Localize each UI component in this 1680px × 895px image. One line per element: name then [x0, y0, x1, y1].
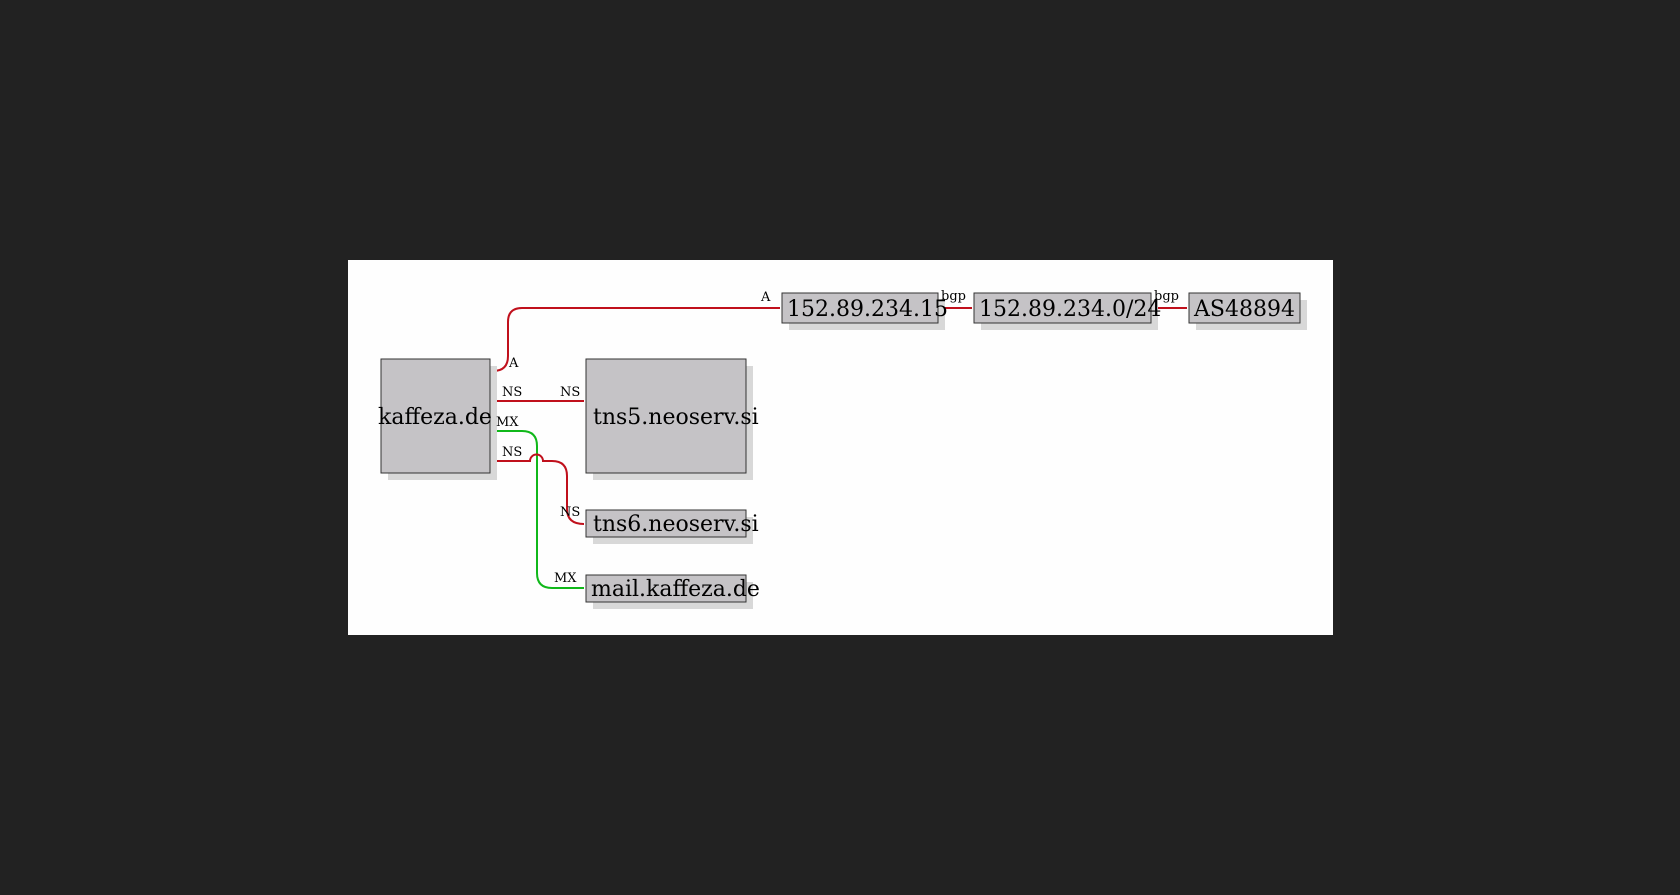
edge-label-bgp-bgp2-0: bgp — [1154, 289, 1179, 304]
node-ip[interactable]: 152.89.234.15 — [781, 292, 948, 330]
edge-label-mx-mx-1: MX — [554, 571, 577, 586]
edge-label-a-a-0: A — [508, 356, 519, 371]
edge-label-ns-ns6-0: NS — [502, 445, 522, 460]
edge-labels-layer: A A NS NS MX MX NS NS bgp bgp — [496, 289, 1179, 586]
node-asn[interactable]: AS48894 — [1188, 292, 1307, 330]
node-prefix[interactable]: 152.89.234.0/24 — [973, 292, 1161, 330]
edge-label-mx-mx-0: MX — [496, 415, 519, 430]
node-label: mail.kaffeza.de — [591, 577, 760, 602]
node-kaffeza[interactable]: kaffeza.de — [378, 358, 497, 480]
edge-kaffeza-to-ip — [492, 307, 780, 372]
edges-layer — [492, 307, 1187, 589]
node-tns5[interactable]: tns5.neoserv.si — [585, 358, 759, 480]
edge-kaffeza-to-tns6 — [493, 453, 585, 525]
edge-kaffeza-to-mail — [493, 430, 584, 589]
nodes-layer: kaffeza.de tns5.neoserv.si tns6.neoserv.si… — [378, 292, 1307, 609]
node-label: kaffeza.de — [378, 405, 492, 430]
node-box[interactable] — [973, 292, 1152, 324]
node-box[interactable] — [585, 574, 747, 603]
node-box[interactable] — [585, 509, 747, 538]
node-label: tns6.neoserv.si — [593, 512, 759, 537]
node-label: tns5.neoserv.si — [593, 405, 759, 430]
edge-label-ns-ns6-1: NS — [560, 505, 580, 520]
node-box[interactable] — [585, 358, 747, 474]
node-label: AS48894 — [1193, 297, 1295, 322]
edge-label-bgp-bgp1-0: bgp — [941, 289, 966, 304]
node-box[interactable] — [1188, 292, 1301, 324]
node-label: 152.89.234.0/24 — [979, 297, 1161, 322]
node-label: 152.89.234.15 — [787, 297, 948, 322]
node-tns6[interactable]: tns6.neoserv.si — [585, 509, 759, 544]
node-mail[interactable]: mail.kaffeza.de — [585, 574, 760, 609]
node-box[interactable] — [781, 292, 939, 324]
node-box[interactable] — [380, 358, 491, 474]
edge-label-ns-ns5-1: NS — [560, 385, 580, 400]
edge-label-a-a-1: A — [760, 290, 771, 305]
edge-label-ns-ns5-0: NS — [502, 385, 522, 400]
